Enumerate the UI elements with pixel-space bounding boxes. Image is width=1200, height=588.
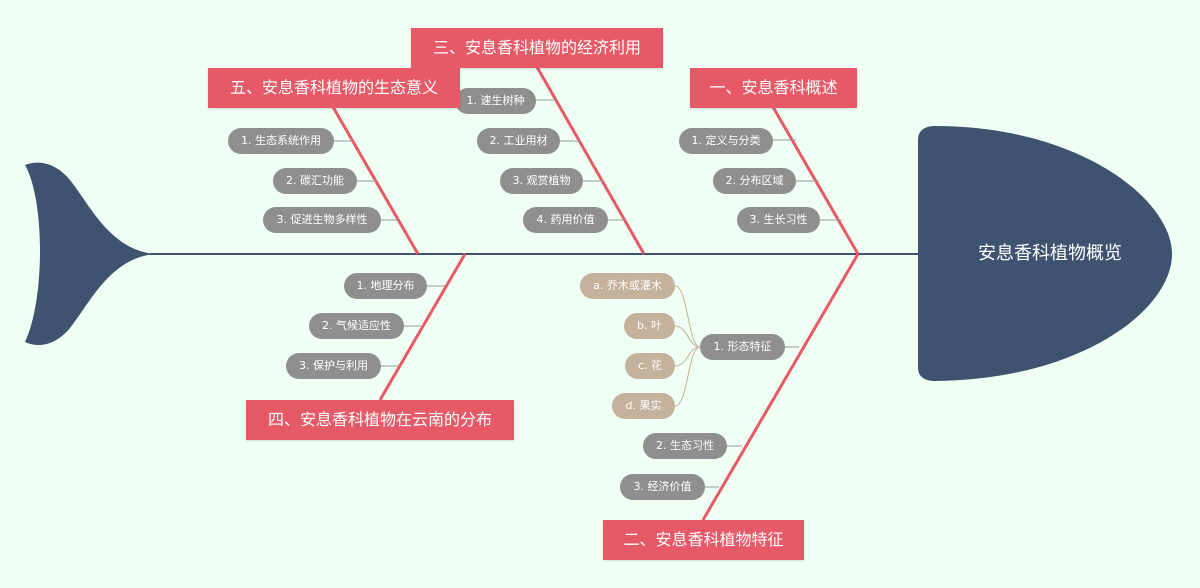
subtopic-2-1-a[interactable]: a. 乔木或灌木: [580, 273, 675, 299]
topic-3-1[interactable]: 1. 速生树种: [455, 88, 536, 114]
bone-cat-4: [378, 253, 467, 401]
topic-2-2[interactable]: 2. 生态习性: [643, 433, 727, 459]
category-1-label[interactable]: 一、安息香科概述: [690, 68, 857, 108]
category-3-label[interactable]: 三、安息香科植物的经济利用: [411, 28, 663, 68]
topic-3-3[interactable]: 3. 观赏植物: [500, 168, 583, 194]
topic-2-3[interactable]: 3. 经济价值: [620, 474, 705, 500]
topic-3-2[interactable]: 2. 工业用材: [477, 128, 560, 154]
fish-head: [918, 126, 1172, 381]
category-4-label[interactable]: 四、安息香科植物在云南的分布: [246, 400, 514, 440]
topic-5-1[interactable]: 1. 生态系统作用: [228, 128, 334, 154]
subtopic-2-1-d[interactable]: d. 果实: [612, 393, 675, 419]
bone-cat-3: [535, 66, 646, 255]
topic-5-2[interactable]: 2. 碳汇功能: [273, 168, 357, 194]
diagram-title: 安息香科植物概览: [978, 243, 1122, 264]
topic-1-3[interactable]: 3. 生长习性: [737, 207, 820, 233]
subtopic-2-1-c[interactable]: c. 花: [625, 353, 675, 379]
bone-cat-2: [701, 253, 860, 521]
topic-1-1[interactable]: 1. 定义与分类: [679, 128, 773, 154]
topic-2-1[interactable]: 1. 形态特征: [700, 334, 785, 360]
topic-4-2[interactable]: 2. 气候适应性: [309, 313, 404, 339]
fish-tail: [25, 162, 155, 346]
topic-4-3[interactable]: 3. 保护与利用: [286, 353, 381, 379]
subtopic-connectors: [674, 285, 701, 407]
category-5-label[interactable]: 五、安息香科植物的生态意义: [208, 68, 460, 108]
subtopic-2-1-b[interactable]: b. 叶: [624, 313, 675, 339]
topic-5-3[interactable]: 3. 促进生物多样性: [263, 207, 381, 233]
topic-3-4[interactable]: 4. 药用价值: [523, 207, 608, 233]
category-2-label[interactable]: 二、安息香科植物特征: [603, 520, 804, 560]
topic-4-1[interactable]: 1. 地理分布: [344, 273, 427, 299]
topic-1-2[interactable]: 2. 分布区域: [713, 168, 796, 194]
